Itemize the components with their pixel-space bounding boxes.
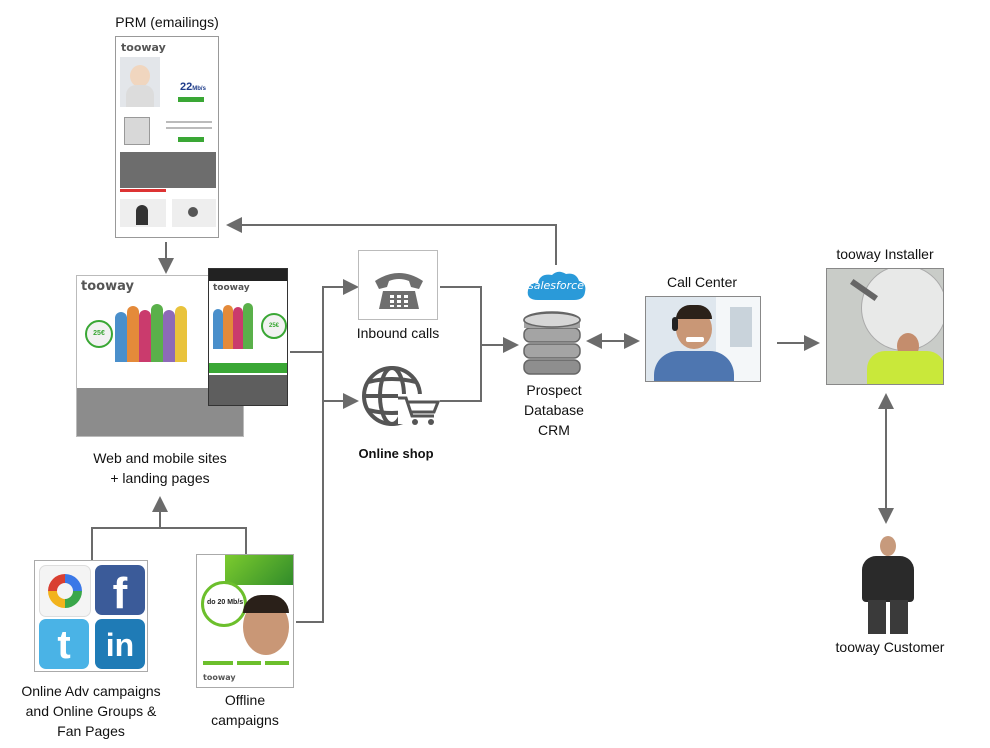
mobile-site-thumbnail: tooway 25€ [208, 268, 288, 406]
mobile-promo-badge: 25€ [261, 313, 287, 339]
database-icon [523, 311, 581, 375]
email-brand-logo: tooway [121, 41, 166, 54]
online-adv-thumbnail: f t in [34, 560, 148, 672]
prm-email-thumbnail: tooway 22Mb/s [115, 36, 219, 238]
website-hero-people [115, 300, 195, 372]
offline-flyer-thumbnail: do 20 Mb/s tooway [196, 554, 294, 688]
customer-photo [856, 534, 920, 634]
shop-to-crm-line [440, 345, 482, 402]
crm-label-line3: CRM [538, 422, 570, 438]
globe-cart-icon [362, 366, 441, 426]
website-brand-logo: tooway [81, 279, 134, 294]
call-center-label: Call Center [666, 274, 738, 290]
online-adv-label: Online Adv campaigns and Online Groups &… [6, 681, 176, 741]
online-adv-label-line1: Online Adv campaigns [21, 683, 161, 699]
salesforce-text: salesforce [528, 279, 584, 292]
split-to-inbound-arrow [322, 279, 359, 352]
crm-label-line1: Prospect [526, 382, 582, 398]
crm-label-line2: Database [524, 402, 584, 418]
email-hero-photo [120, 57, 160, 107]
mobile-brand-logo: tooway [213, 283, 250, 293]
installer-label: tooway Installer [836, 246, 934, 262]
salesforce-logo: salesforce [524, 268, 588, 306]
email-product-photo [124, 117, 150, 145]
crm-label: Prospect Database CRM [504, 380, 604, 440]
split-to-shop-arrow [322, 352, 359, 409]
installer-photo [826, 268, 944, 385]
online-shop-box [358, 360, 441, 432]
offline-label-line1: Offline [224, 692, 266, 708]
web-sites-label-line1: Web and mobile sites [93, 450, 227, 466]
inbound-calls-box [358, 250, 438, 320]
online-adv-label-line3: Fan Pages [57, 723, 125, 739]
inbound-calls-label: Inbound calls [356, 325, 440, 341]
prm-label: PRM (emailings) [115, 14, 219, 30]
linkedin-icon: in [95, 619, 145, 669]
google-icon [39, 565, 91, 617]
salesforce-cloud-icon [527, 271, 586, 300]
offline-to-split-line [296, 401, 324, 623]
email-speed: 22Mb/s [180, 81, 206, 93]
online-adv-label-line2: and Online Groups & [25, 703, 157, 719]
mobile-hero-people [213, 299, 259, 355]
online-shop-label: Online shop [358, 446, 434, 461]
flyer-brand-logo: tooway [203, 673, 236, 682]
offline-label-line2: campaigns [211, 712, 279, 728]
twitter-icon: t [39, 619, 89, 669]
phone-icon [375, 273, 423, 309]
offline-label: Offline campaigns [190, 690, 300, 730]
flyer-speed: do 20 Mb/s [207, 599, 244, 606]
crm-to-prm-arrow [226, 217, 557, 265]
customer-label: tooway Customer [835, 639, 945, 655]
facebook-icon: f [95, 565, 145, 618]
web-sites-label-line2: + landing pages [110, 470, 210, 486]
inbound-to-crm-line [440, 286, 482, 345]
adv-offline-to-web-arrow [91, 527, 247, 562]
call-center-photo [645, 296, 761, 382]
web-sites-label: Web and mobile sites + landing pages [72, 448, 248, 488]
website-promo-badge: 25€ [85, 320, 113, 348]
email-gray-band [120, 152, 216, 188]
